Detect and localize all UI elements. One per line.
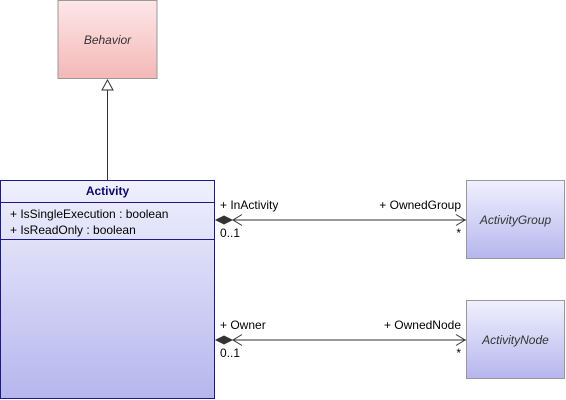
open-arrowhead-icon xyxy=(455,334,466,346)
class-behavior[interactable]: Behavior xyxy=(57,0,158,79)
role-owner: + Owner xyxy=(220,318,266,332)
association-activity-node[interactable]: + Owner 0..1 + OwnedNode * xyxy=(214,318,466,360)
association-activity-group[interactable]: + InActivity 0..1 + OwnedGroup * xyxy=(214,198,466,240)
multiplicity-owner: 0..1 xyxy=(220,346,240,360)
class-activity-group-name: ActivityGroup xyxy=(479,213,552,227)
class-activity-name: Activity xyxy=(86,184,130,198)
role-in-activity: + InActivity xyxy=(220,198,278,212)
attribute-is-single-execution: + IsSingleExecution : boolean xyxy=(10,207,168,221)
composition-diamond-icon xyxy=(214,215,234,225)
class-activity-node-name: ActivityNode xyxy=(481,333,549,347)
class-activity[interactable]: Activity + IsSingleExecution : boolean +… xyxy=(0,180,215,399)
class-activity-group[interactable]: ActivityGroup xyxy=(466,180,565,259)
multiplicity-owned-node: * xyxy=(456,346,461,360)
open-arrowhead-icon xyxy=(232,334,243,346)
attribute-is-read-only: + IsReadOnly : boolean xyxy=(10,223,136,237)
class-behavior-name: Behavior xyxy=(84,33,132,47)
generalization-arrowhead xyxy=(101,78,114,91)
composition-diamond-icon xyxy=(214,335,234,345)
role-owned-group: + OwnedGroup xyxy=(379,198,461,212)
role-owned-node: + OwnedNode xyxy=(384,318,461,332)
multiplicity-in-activity: 0..1 xyxy=(220,226,240,240)
open-arrowhead-icon xyxy=(232,214,243,226)
multiplicity-owned-group: * xyxy=(456,226,461,240)
generalization-edge xyxy=(101,78,114,180)
class-activity-node[interactable]: ActivityNode xyxy=(466,300,565,379)
open-arrowhead-icon xyxy=(455,214,466,226)
